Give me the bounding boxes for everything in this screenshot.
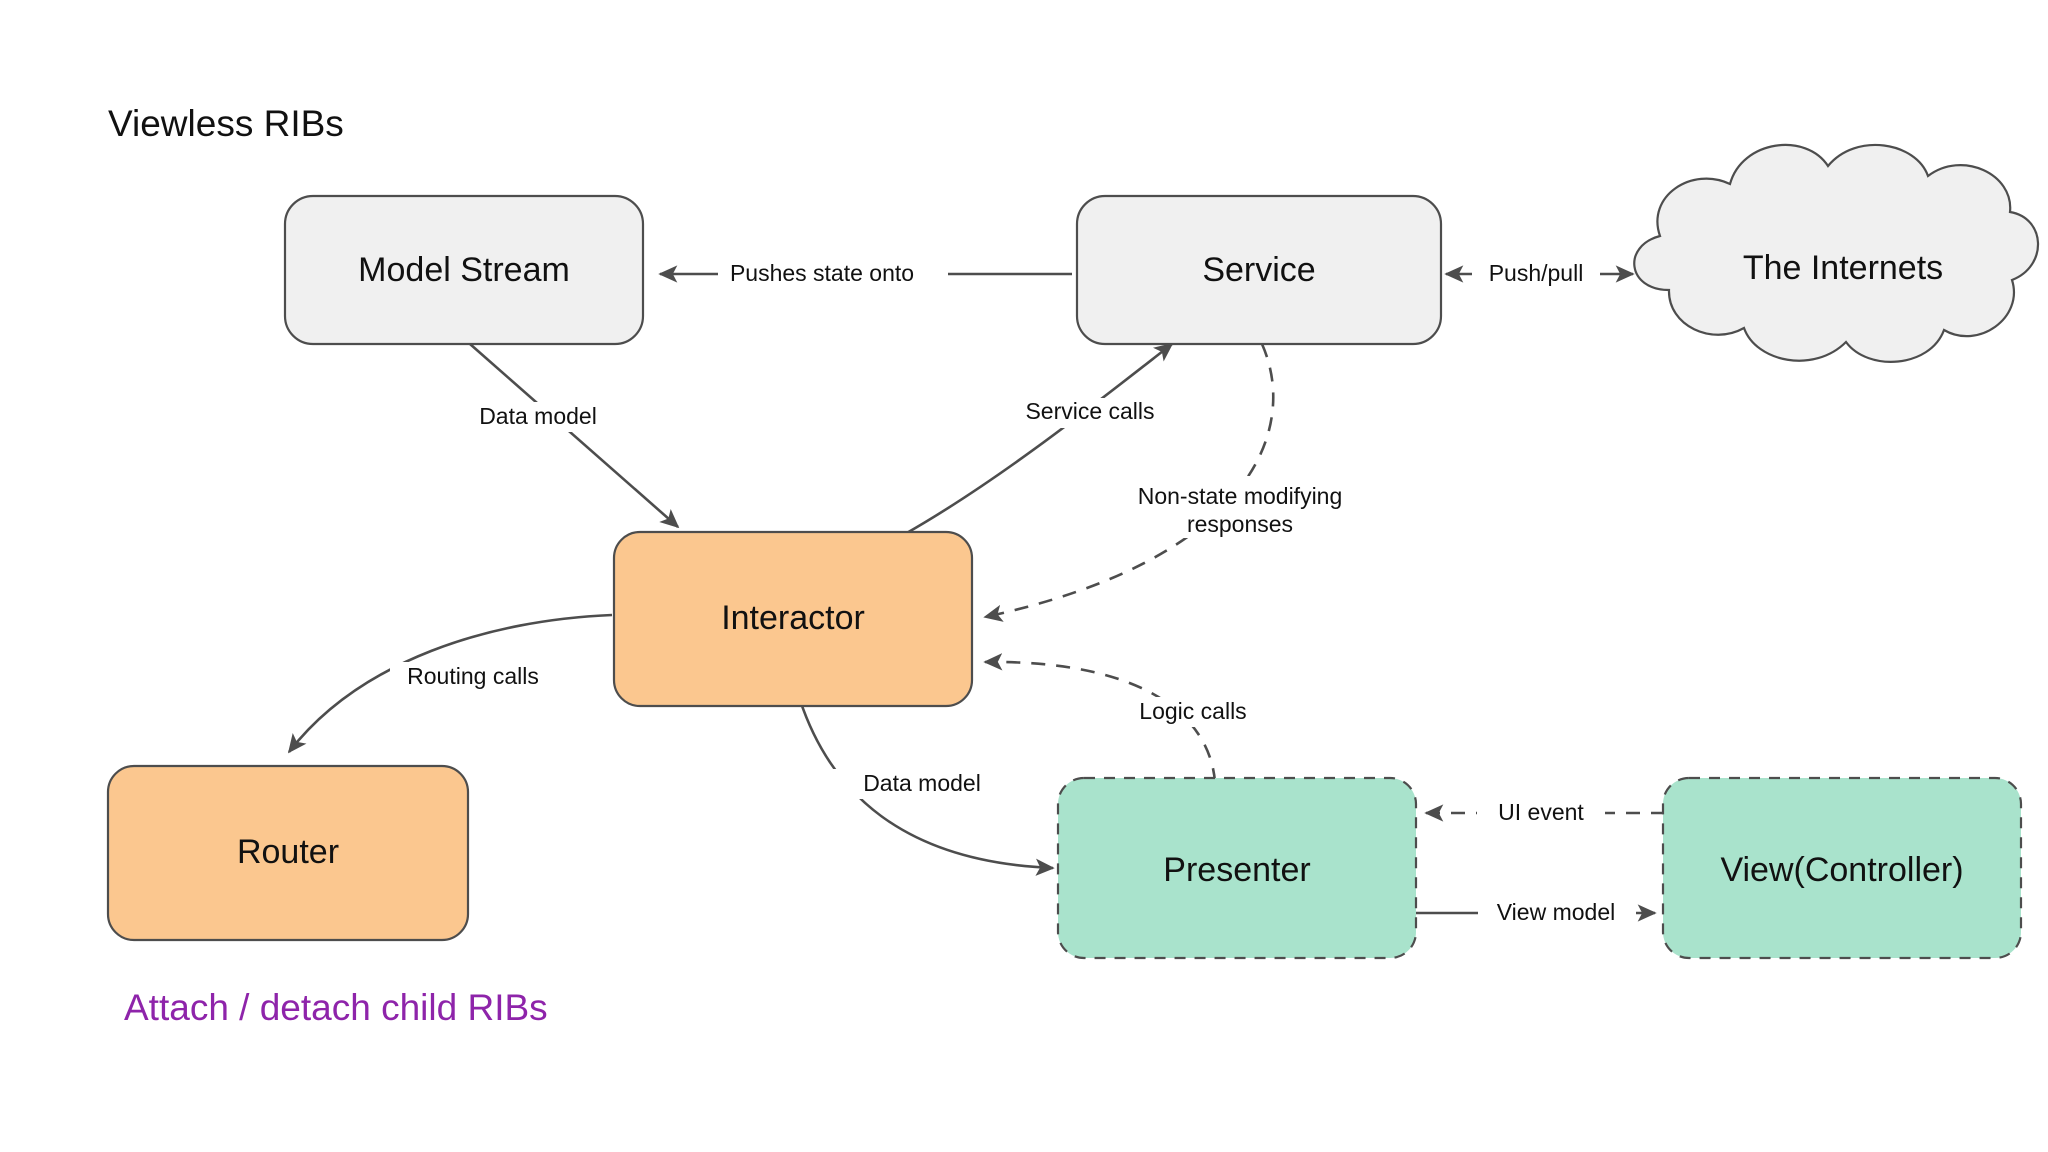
edge-interactor-to-service: Service calls [904,342,1178,536]
edge-label-routing-calls: Routing calls [407,663,539,689]
node-model-stream[interactable]: Model Stream [283,194,645,346]
node-interactor[interactable]: Interactor [612,530,974,708]
edge-label-view-model: View model [1497,899,1615,925]
edge-service-to-model-stream: Pushes state onto [658,259,1072,289]
edge-label-non-state-modifying-line2: responses [1187,511,1293,537]
edge-label-ui-event: UI event [1498,799,1584,825]
edge-label-push-pull: Push/pull [1489,260,1584,286]
caption-attach-detach-child-ribs: Attach / detach child RIBs [124,987,548,1028]
node-the-internets[interactable]: The Internets [1633,143,2040,363]
node-router[interactable]: Router [106,764,470,942]
node-label-router: Router [237,833,339,871]
node-label-model-stream: Model Stream [358,251,570,289]
edge-interactor-to-presenter: Data model [784,699,1055,876]
edge-service-to-interactor: Non-state modifying responses [983,343,1358,622]
edge-service-to-internets: Push/pull [1444,259,1635,289]
edge-label-non-state-modifying-line1: Non-state modifying [1138,483,1343,509]
node-label-interactor: Interactor [721,599,865,637]
node-service[interactable]: Service [1075,194,1443,346]
edge-label-data-model-top: Data model [479,403,597,429]
page-title: Viewless RIBs [108,103,344,144]
edge-label-service-calls: Service calls [1025,398,1154,424]
edge-label-data-model-bottom: Data model [863,770,981,796]
edge-label-pushes-state-onto: Pushes state onto [730,260,914,286]
node-label-view-controller: View(Controller) [1720,851,1963,889]
node-label-service: Service [1202,251,1315,289]
node-view-controller[interactable]: View(Controller) [1661,776,2023,960]
node-label-the-internets: The Internets [1743,249,1943,287]
edge-view-to-presenter: UI event [1424,798,1665,828]
edge-interactor-to-router: Routing calls [287,613,613,754]
node-label-presenter: Presenter [1163,851,1310,889]
edge-presenter-to-interactor: Logic calls [983,653,1274,783]
edge-label-logic-calls: Logic calls [1139,698,1246,724]
edge-presenter-to-view: View model [1414,898,1657,928]
node-presenter[interactable]: Presenter [1056,776,1418,960]
edge-model-stream-to-interactor: Data model [460,343,680,529]
